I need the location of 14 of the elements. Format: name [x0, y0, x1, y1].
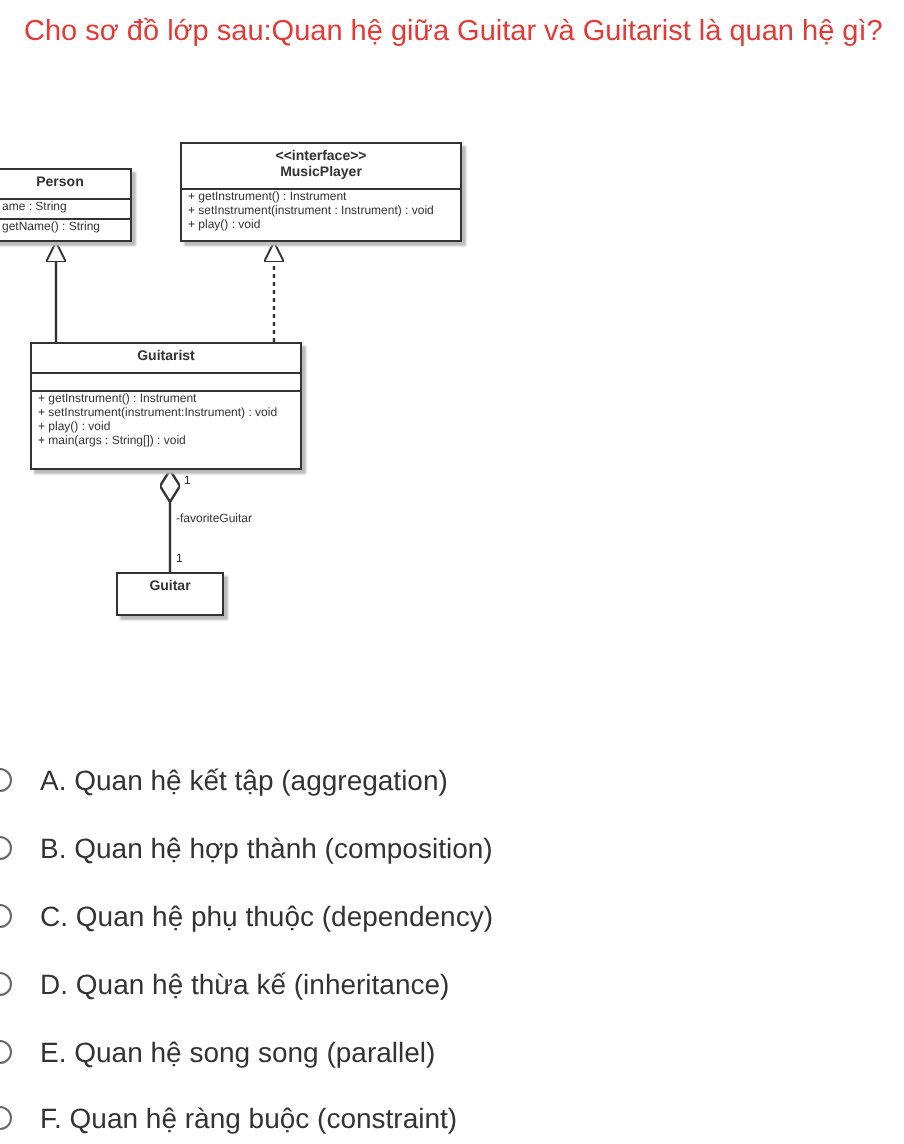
class-box — [30, 342, 302, 470]
interface-box — [180, 142, 462, 242]
answer-option: A. Quan hệ kết tập (aggregation) — [40, 764, 448, 796]
inheritance-arrow — [45, 241, 67, 342]
answer-option: D. Quan hệ thừa kế (inheritance) — [40, 968, 450, 1000]
class-box — [116, 572, 224, 616]
question-title: Cho sơ đồ lớp sau:Quan hệ giữa Guitar và Guitarist là quan hệ gì? — [24, 16, 883, 48]
answer-option: E. Quan hệ song song (parallel) — [40, 1036, 436, 1068]
class-box — [0, 168, 132, 242]
aggregation-line — [158, 468, 182, 572]
answer-option: C. Quan hệ phụ thuộc (dependency) — [40, 900, 493, 932]
answer-option: B. Quan hệ hợp thành (composition) — [40, 832, 493, 864]
realization-arrow — [263, 241, 285, 342]
answer-option: F. Quan hệ ràng buộc (constraint) — [40, 1102, 458, 1134]
